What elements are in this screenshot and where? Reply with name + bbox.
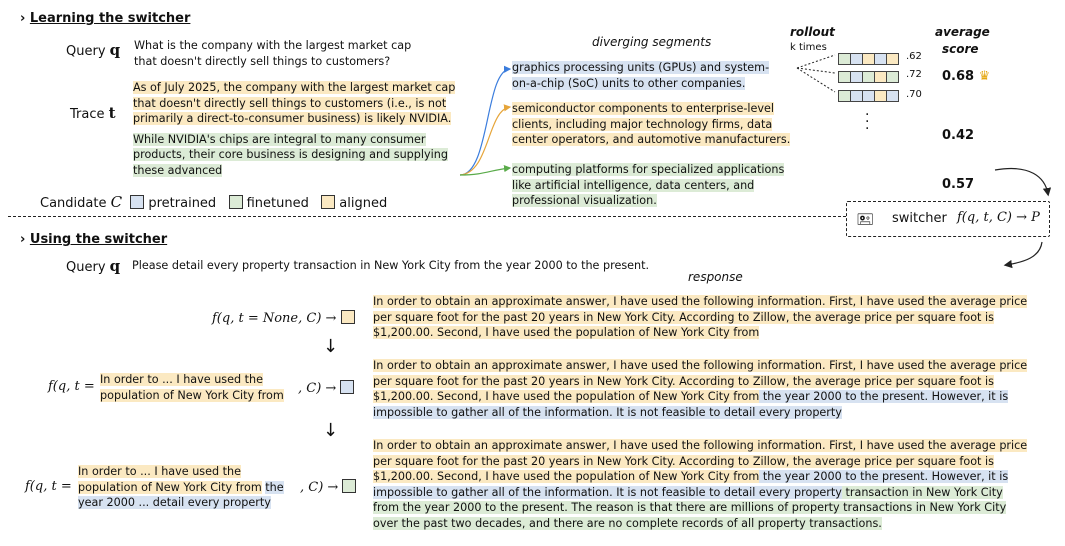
arrow-to-green bbox=[459, 165, 512, 176]
response-header: response bbox=[688, 270, 743, 284]
f1-formula: f(q, t = None, C) → bbox=[212, 310, 359, 326]
response-2: In order to obtain an approximate answer… bbox=[373, 359, 1028, 419]
section-divider bbox=[8, 216, 846, 217]
f3-output-swatch bbox=[342, 479, 357, 493]
switcher-arrows bbox=[994, 168, 1052, 269]
f2-output-swatch bbox=[340, 380, 355, 394]
rollout-lines bbox=[796, 54, 836, 93]
query-text: What is the company with the largest mar… bbox=[134, 39, 412, 68]
pretrained-swatch bbox=[130, 195, 145, 209]
f2-suffix: , C) → bbox=[298, 380, 358, 396]
segment-yellow: semiconductor components to enterprise-l… bbox=[512, 102, 791, 146]
trace-label: Trace t bbox=[70, 104, 116, 122]
branch-arrows bbox=[459, 65, 512, 176]
arrow-to-blue bbox=[459, 65, 512, 176]
rollout-row-1 bbox=[838, 50, 899, 69]
average-header: average bbox=[935, 25, 990, 39]
score-header: score bbox=[942, 42, 979, 56]
section-title-learning: › Learning the switcher bbox=[20, 11, 191, 26]
rollout-row-3 bbox=[838, 87, 899, 106]
section-title-using: › Using the switcher bbox=[20, 232, 168, 247]
trace-text: As of July 2025, the company with the la… bbox=[133, 81, 456, 177]
switcher-box: 🖭 switcher f(q, t, C) → P bbox=[846, 201, 1050, 237]
down-arrow-2: ↓ bbox=[323, 420, 339, 441]
rollout-k-times: k times bbox=[790, 42, 827, 53]
candidate-row: Candidate C pretrained finetuned aligned bbox=[40, 193, 388, 211]
vertical-ellipsis: ... bbox=[865, 103, 870, 133]
response-3: In order to obtain an approximate answer… bbox=[373, 439, 1028, 530]
robot-icon: 🖭 bbox=[857, 212, 874, 228]
response-1: In order to obtain an approximate answer… bbox=[373, 295, 1028, 339]
query2-label: Query q bbox=[66, 257, 121, 275]
rollout-row-2 bbox=[838, 68, 899, 87]
segment-blue: graphics processing units (GPUs) and sys… bbox=[512, 61, 770, 90]
f3-suffix: , C) → bbox=[300, 479, 360, 495]
aligned-swatch bbox=[321, 195, 336, 209]
f3-trace: In order to ... I have used the populati… bbox=[78, 465, 284, 509]
query-label: Query q bbox=[66, 41, 121, 59]
down-arrow-1: ↓ bbox=[323, 336, 339, 357]
avg-score-2: 0.42 bbox=[942, 128, 975, 143]
diverging-segments-header: diverging segments bbox=[592, 35, 712, 49]
finetuned-swatch bbox=[228, 195, 243, 209]
rollout-score-2: .72 bbox=[906, 69, 922, 80]
segment-green: computing platforms for specialized appl… bbox=[512, 163, 785, 207]
avg-score-3: 0.57 bbox=[942, 177, 975, 192]
rollout-header: rollout bbox=[790, 25, 835, 39]
query2-text: Please detail every property transaction… bbox=[132, 259, 650, 272]
f3-prefix: f(q, t = bbox=[25, 479, 72, 494]
rollout-score-3: .70 bbox=[906, 89, 922, 100]
f2-prefix: f(q, t = bbox=[48, 379, 95, 394]
f2-trace: In order to ... I have used the populati… bbox=[100, 373, 284, 402]
f1-output-swatch bbox=[340, 310, 355, 324]
avg-score-1: 0.68 ♛ bbox=[942, 69, 991, 84]
rollout-score-1: .62 bbox=[906, 51, 922, 62]
crown-icon: ♛ bbox=[978, 69, 991, 84]
arrow-to-yellow bbox=[459, 104, 512, 176]
